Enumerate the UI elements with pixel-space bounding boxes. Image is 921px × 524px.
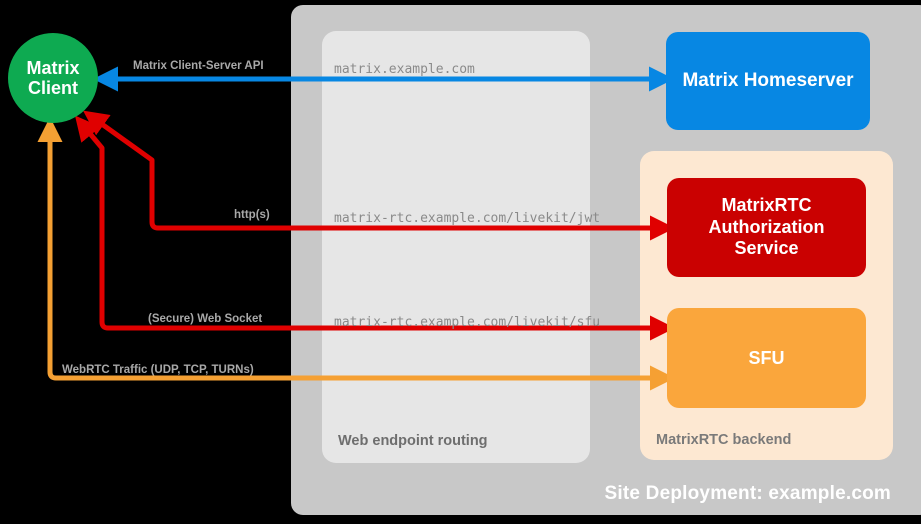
node-matrix-client-line2: Client <box>27 78 78 98</box>
node-matrixrtc-authorization-service[interactable]: MatrixRTC Authorization Service <box>667 178 866 277</box>
endpoint-label-matrix-example-com: matrix.example.com <box>334 62 475 77</box>
edge-label-webrtc-traffic: WebRTC Traffic (UDP, TCP, TURNs) <box>62 364 254 376</box>
edge-label-http-s: http(s) <box>234 209 270 221</box>
matrixrtc-backend-label: MatrixRTC backend <box>656 432 792 448</box>
node-sfu[interactable]: SFU <box>667 308 866 408</box>
node-sfu-label: SFU <box>748 347 785 368</box>
endpoint-label-livekit-sfu: matrix-rtc.example.com/livekit/sfu <box>334 315 601 330</box>
edge-label-matrix-client-server-api: Matrix Client-Server API <box>133 60 264 72</box>
node-auth-service-line2: Authorization <box>708 216 825 237</box>
node-matrix-homeserver-label: Matrix Homeserver <box>682 70 854 91</box>
node-matrix-client-line1: Matrix <box>26 57 80 78</box>
web-endpoint-routing-label: Web endpoint routing <box>338 433 488 449</box>
node-auth-service-line3: Service <box>734 238 799 259</box>
web-endpoint-routing-container: Web endpoint routing <box>322 31 590 463</box>
endpoint-label-livekit-jwt: matrix-rtc.example.com/livekit/jwt <box>334 211 601 226</box>
node-matrix-homeserver[interactable]: Matrix Homeserver <box>666 32 870 130</box>
node-auth-service-line1: MatrixRTC <box>721 194 812 215</box>
site-deployment-label: Site Deployment: example.com <box>604 483 891 504</box>
edge-label-secure-web-socket: (Secure) Web Socket <box>148 313 263 325</box>
node-matrix-client[interactable]: Matrix Client <box>8 33 98 123</box>
